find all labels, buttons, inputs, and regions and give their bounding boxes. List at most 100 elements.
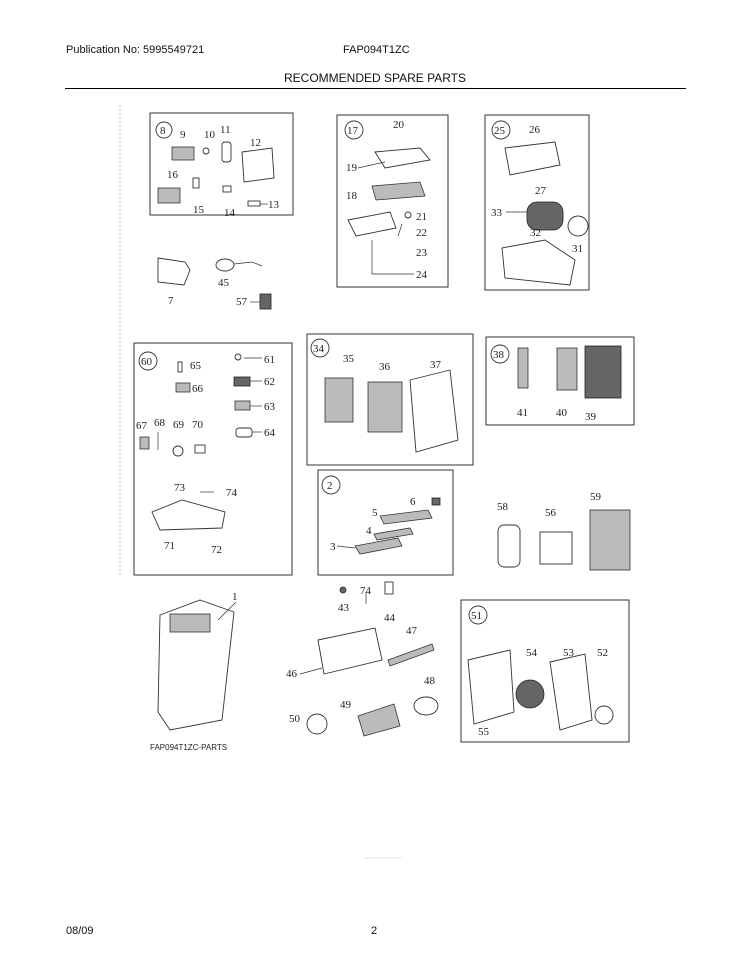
group-2-badge: [321, 475, 341, 495]
part-48-label: 48: [424, 675, 436, 687]
group-17-box: [336, 114, 449, 288]
part-1-label: 1: [232, 591, 238, 603]
part-21-label: 21: [416, 211, 427, 223]
loose-parts-upper-left: 7 45 57: [157, 257, 272, 310]
group-25-badge: [491, 120, 511, 140]
part-56-drawing: [539, 531, 573, 565]
part-74-label: 74: [226, 487, 238, 499]
part-73-label: 73: [174, 482, 186, 494]
part-52-drawing: [594, 705, 614, 725]
group-38-box: [485, 336, 635, 426]
part-39-label: 39: [585, 411, 597, 423]
part-69-label: 69: [173, 419, 185, 431]
part-37-drawing: [409, 369, 459, 453]
part-11-drawing: [221, 141, 232, 163]
group-60-label: 60: [141, 356, 153, 368]
part-59-drawing: [589, 509, 631, 571]
part-50-drawing: [306, 713, 328, 735]
part-61-label: 61: [264, 354, 275, 366]
group-17-badge: [344, 120, 364, 140]
part-32-drawing: [501, 239, 576, 286]
part-44-label: 44: [384, 612, 396, 624]
part-59-label: 59: [590, 491, 602, 503]
part-10-drawing: [202, 147, 210, 155]
part-21-drawing: [404, 211, 412, 219]
part-54-label: 54: [526, 647, 538, 659]
part-49-drawing: [357, 703, 401, 737]
part-20-drawing: [374, 147, 431, 169]
part-55-label: 55: [478, 726, 490, 738]
part-11-label: 11: [220, 124, 231, 136]
group-8-label: 8: [160, 125, 166, 137]
part-5-drawing: [379, 509, 433, 525]
part-43-drawing: [339, 586, 347, 594]
part-43-label: 43: [338, 602, 350, 614]
part-65-label: 65: [190, 360, 202, 372]
part-61-drawing: [234, 353, 242, 361]
part-64-label: 64: [264, 427, 276, 439]
page-title: RECOMMENDED SPARE PARTS: [283, 71, 467, 85]
publication-number: Publication No: 5995549721: [66, 44, 205, 56]
part-67-drawing: [139, 436, 150, 450]
group-60-box: [133, 342, 293, 576]
part-18-drawing: [371, 181, 426, 201]
part-57-label: 57: [236, 296, 248, 308]
part-45-drawing: [215, 258, 235, 272]
part-1-drawing: [157, 599, 235, 731]
part-10-label: 10: [204, 129, 216, 141]
group-60-badge: [138, 351, 158, 371]
part-58-drawing: [497, 524, 521, 568]
part-1-cabinet: 1: [157, 591, 238, 731]
part-50-label: 50: [289, 713, 301, 725]
group-34: 34 35 36 37: [306, 333, 474, 466]
part-23-label: 23: [416, 247, 428, 259]
part-5-label: 5: [372, 507, 378, 519]
part-31-drawing: [567, 215, 589, 237]
group-2-box: [317, 469, 454, 576]
group-38-label: 38: [493, 349, 505, 361]
part-7-drawing: [157, 257, 191, 286]
part-40-label: 40: [556, 407, 568, 419]
part-63-label: 63: [264, 401, 276, 413]
part-9-label: 9: [180, 129, 186, 141]
part-18-label: 18: [346, 190, 358, 202]
part-24-label: 24: [416, 269, 428, 281]
part-27-label: 27: [535, 185, 547, 197]
part-68-label: 68: [154, 417, 166, 429]
loose-parts-right: 58 56 59: [497, 491, 631, 571]
part-13-label: 13: [268, 199, 280, 211]
part-45-label: 45: [218, 277, 230, 289]
part-1-top-panel: [169, 613, 211, 633]
group-25-label: 25: [494, 125, 506, 137]
part-4-label: 4: [366, 525, 372, 537]
part-52-label: 52: [597, 647, 608, 659]
part-69-drawing: [172, 445, 184, 457]
part-36-label: 36: [379, 361, 391, 373]
group-8-badge: [155, 121, 173, 139]
group-34-badge: [310, 338, 330, 358]
part-6-drawing: [431, 497, 441, 506]
group-17: 17 20 19 18 21 22 23 24: [336, 114, 449, 288]
part-12-label: 12: [250, 137, 261, 149]
part-41-label: 41: [517, 407, 528, 419]
part-6-label: 6: [410, 496, 416, 508]
part-41-drawing: [517, 347, 529, 389]
group-51-label: 51: [471, 610, 482, 622]
group-2: 2 6 5 4 3: [317, 469, 454, 576]
part-15-label: 15: [193, 204, 205, 216]
part-48-drawing: [413, 696, 439, 716]
part-45-cord: [233, 261, 263, 267]
part-16-label: 16: [167, 169, 179, 181]
part-53-drawing: [549, 653, 593, 731]
group-51-badge: [468, 605, 488, 625]
part-53-label: 53: [563, 647, 575, 659]
part-22-label: 22: [416, 227, 427, 239]
part-74b-label: 74: [360, 585, 372, 597]
footer-date: 08/09: [66, 925, 94, 937]
part-40-drawing: [556, 347, 578, 391]
part-56-label: 56: [545, 507, 557, 519]
part-26-drawing: [504, 141, 561, 176]
part-14-label: 14: [224, 207, 236, 219]
diagram-caption: FAP094T1ZC-PARTS: [150, 743, 227, 752]
part-35-drawing: [324, 377, 354, 423]
